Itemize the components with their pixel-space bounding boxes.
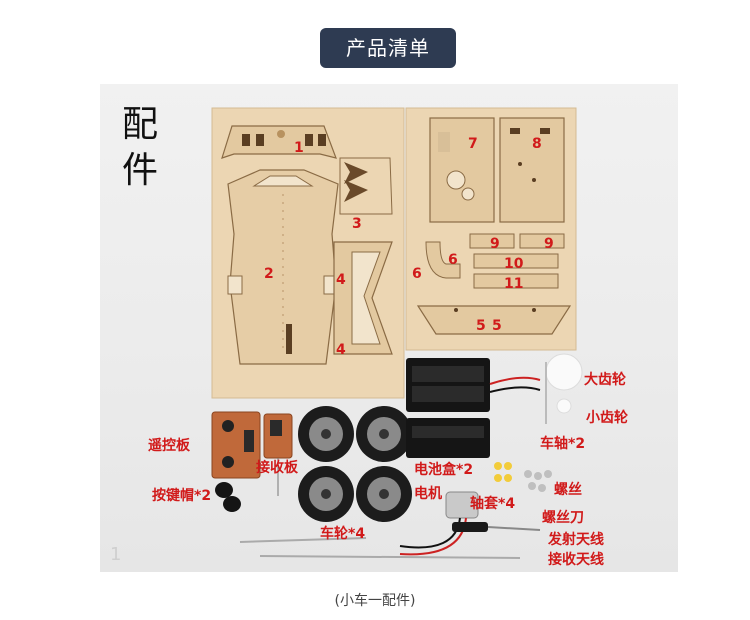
label-receiver-board: 接收板 <box>256 459 299 476</box>
part-number-2: 2 <box>264 266 274 282</box>
label-motor: 电机 <box>414 485 442 502</box>
part-number-4a: 4 <box>336 272 346 288</box>
part-number-4b: 4 <box>336 342 346 358</box>
side-title-char-1: 配 <box>122 104 158 145</box>
antennas <box>239 537 521 559</box>
label-screw: 螺丝 <box>554 481 582 498</box>
part-number-9a: 9 <box>490 236 500 252</box>
label-axle: 车轴*2 <box>540 435 585 452</box>
part-number-9b: 9 <box>544 236 554 252</box>
bushings <box>494 462 512 482</box>
photo-caption: (小车一配件) <box>334 593 416 609</box>
label-remote-board: 遥控板 <box>148 437 191 454</box>
label-button-cap: 按键帽*2 <box>152 487 211 504</box>
part-number-5b: 5 <box>492 318 502 334</box>
side-title-char-2: 件 <box>122 150 158 191</box>
label-big-gear: 大齿轮 <box>584 371 626 388</box>
receiver-board <box>263 413 293 496</box>
label-screwdriver: 螺丝刀 <box>542 509 584 526</box>
part-number-7: 7 <box>468 136 478 152</box>
wood-board-right <box>405 107 577 351</box>
wheels <box>298 406 412 522</box>
remote-board <box>211 411 261 479</box>
label-small-gear: 小齿轮 <box>586 409 628 426</box>
label-tx-antenna: 发射天线 <box>547 531 604 548</box>
gears <box>545 353 583 424</box>
parts-photo: 1 配 件 <box>100 84 678 572</box>
part-number-3: 3 <box>352 216 362 232</box>
part-number-11: 11 <box>504 276 523 292</box>
part-number-10: 10 <box>504 256 524 272</box>
part-number-6a: 6 <box>448 252 458 268</box>
label-wheel: 车轮*4 <box>320 525 365 542</box>
part-number-5a: 5 <box>476 318 486 334</box>
watermark-number: 1 <box>110 544 121 565</box>
screwdriver <box>452 522 541 532</box>
battery-boxes <box>406 358 541 458</box>
page-title: 产品清单 <box>320 28 456 68</box>
button-caps <box>215 482 241 512</box>
screws <box>524 470 552 492</box>
part-number-6b: 6 <box>412 266 422 282</box>
part-number-8: 8 <box>532 136 542 152</box>
label-battery-box: 电池盒*2 <box>414 461 473 478</box>
label-rx-antenna: 接收天线 <box>548 551 604 568</box>
wood-board-left <box>211 107 405 399</box>
label-bushing: 轴套*4 <box>470 495 515 512</box>
part-number-1: 1 <box>294 140 304 156</box>
